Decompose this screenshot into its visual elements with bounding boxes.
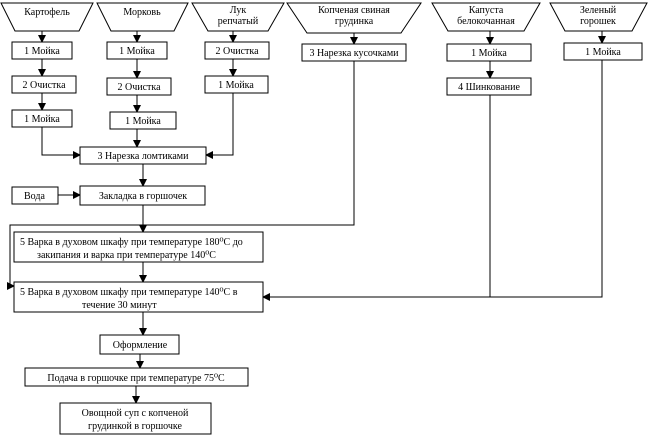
ingredient-cabbage-label-1: Капуста [469,5,504,16]
step-potato-peel-label: 2 Очистка [22,80,66,91]
step-bake-2-label-2: течение 30 минут [82,300,157,311]
step-carrot-wash-1: 1 Мойка [106,41,168,60]
ingredient-carrot-label: Морковь [123,7,161,18]
step-onion-peel: 2 Очистка [204,41,270,60]
step-carrot-wash-2: 1 Мойка [109,111,177,130]
step-serve-label: Подача в горшочке при температуре 75⁰С [47,373,225,384]
ingredient-onion-label-2: репчатый [218,16,259,27]
step-bake-1-label-2: закипания и варка при температуре 140⁰С [37,250,216,261]
step-load-pot: Закладка в горшочек [79,185,206,206]
step-potato-wash-1-label: 1 Мойка [24,46,60,57]
ingredient-brisket-label-1: Копченая свиная [318,5,390,16]
step-onion-peel-label: 2 Очистка [215,46,259,57]
ingredient-potato-label: Картофель [24,7,70,18]
step-bake-1: 5 Варка в духовом шкафу при температуре … [13,231,264,263]
step-brisket-cut-label: 3 Нарезка кусочками [309,48,399,59]
ingredient-brisket: Копченая свиная грудинка [286,2,422,34]
step-carrot-wash-1-label: 1 Мойка [119,46,155,57]
input-water-label: Вода [24,191,45,202]
step-carrot-peel: 2 Очистка [106,77,172,96]
input-water: Вода [11,186,59,205]
step-cabbage-shred: 4 Шинкование [446,77,532,96]
step-cabbage-wash: 1 Мойка [446,43,532,62]
step-carrot-peel-label: 2 Очистка [117,82,161,93]
ingredient-potato: Картофель [0,2,94,32]
step-bake-1-label-1: 5 Варка в духовом шкафу при температуре … [20,237,243,248]
final-dish-label-2: грудинкой в горшочке [88,421,182,432]
step-bake-2: 5 Варка в духовом шкафу при температуре … [13,281,264,313]
ingredient-brisket-label-2: грудинка [335,16,374,27]
step-onion-wash: 1 Мойка [204,75,269,94]
step-carrot-wash-2-label: 1 Мойка [125,116,161,127]
final-dish-label-1: Овощной суп с копченой [82,408,189,419]
step-serve: Подача в горшочке при температуре 75⁰С [24,367,249,387]
step-bake-2-label-1: 5 Варка в духовом шкафу при температуре … [20,287,238,298]
step-peas-wash: 1 Мойка [563,42,643,61]
ingredient-cabbage: Капуста белокочанная [431,2,541,32]
step-cabbage-shred-label: 4 Шинкование [458,82,520,93]
ingredient-peas-label-2: горошек [580,16,616,27]
ingredient-peas-label-1: Зеленый [580,5,617,16]
step-onion-wash-label: 1 Мойка [218,80,254,91]
step-potato-wash-2: 1 Мойка [11,109,73,128]
step-decorate: Оформление [99,334,180,355]
step-decorate-label: Оформление [113,340,168,351]
ingredient-carrot: Морковь [96,2,189,32]
step-slice: 3 Нарезка ломтиками [79,146,207,165]
ingredient-onion-label-1: Лук [230,5,247,16]
step-slice-label: 3 Нарезка ломтиками [98,151,190,162]
step-brisket-cut: 3 Нарезка кусочками [301,43,407,62]
step-cabbage-wash-label: 1 Мойка [471,48,507,59]
step-potato-wash-2-label: 1 Мойка [24,114,60,125]
step-load-pot-label: Закладка в горшочек [99,191,187,202]
step-potato-wash-1: 1 Мойка [11,41,73,60]
final-dish: Овощной суп с копченой грудинкой в горшо… [59,402,212,435]
ingredient-onion: Лук репчатый [191,2,285,32]
step-potato-peel: 2 Очистка [11,75,77,94]
step-peas-wash-label: 1 Мойка [585,47,621,58]
ingredient-peas: Зеленый горошек [549,2,648,32]
ingredient-cabbage-label-2: белокочанная [457,16,515,27]
